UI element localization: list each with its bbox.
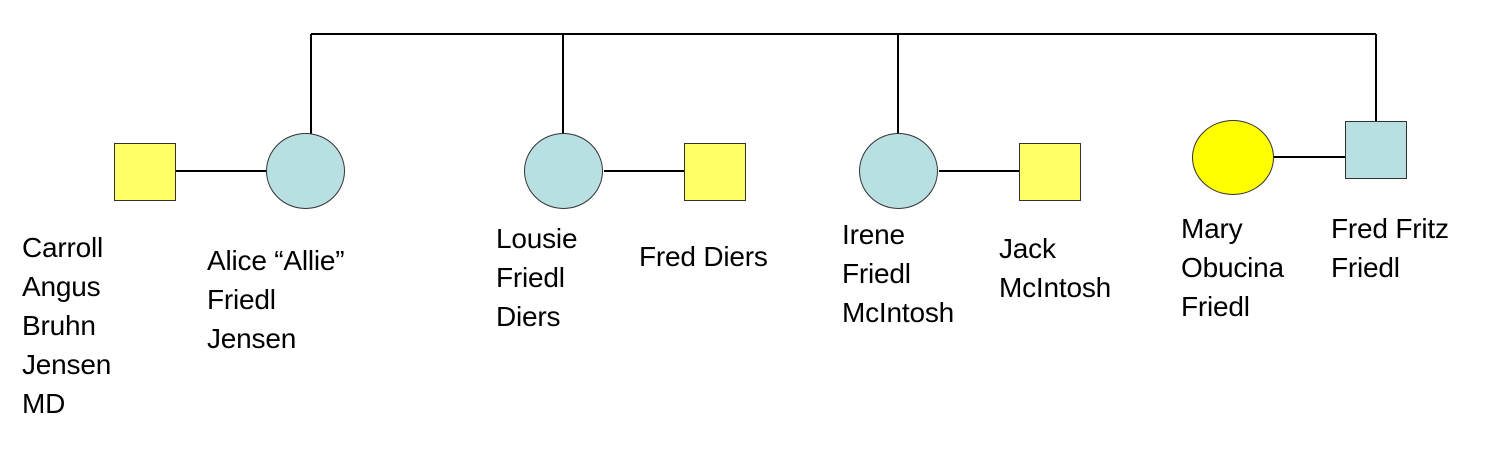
node-fred-fritz-friedl[interactable] bbox=[1345, 121, 1407, 179]
label-lousie-friedl-diers: Lousie Friedl Diers bbox=[496, 223, 578, 332]
node-alice-allie-friedl-jensen[interactable] bbox=[266, 133, 345, 209]
node-irene-friedl-mcintosh[interactable] bbox=[859, 133, 938, 209]
label-fred-diers: Fred Diers bbox=[639, 241, 768, 272]
label-irene-friedl-mcintosh: Irene Friedl McIntosh bbox=[842, 219, 954, 328]
node-lousie-friedl-diers[interactable] bbox=[524, 133, 603, 209]
label-jack-mcintosh: Jack McIntosh bbox=[999, 233, 1111, 303]
label-fred-fritz-friedl: Fred Fritz Friedl bbox=[1331, 213, 1449, 283]
label-carroll-angus-bruhn-jensen-md: Carroll Angus Bruhn Jensen MD bbox=[22, 232, 112, 419]
node-carroll-angus-bruhn-jensen-md[interactable] bbox=[114, 143, 176, 201]
label-alice-allie-friedl-jensen: Alice “Allie” Friedl Jensen bbox=[207, 245, 345, 354]
label-mary-obucina-friedl: Mary Obucina Friedl bbox=[1181, 213, 1284, 322]
node-fred-diers[interactable] bbox=[684, 143, 746, 201]
node-mary-obucina-friedl[interactable] bbox=[1192, 120, 1274, 195]
node-jack-mcintosh[interactable] bbox=[1019, 143, 1081, 201]
